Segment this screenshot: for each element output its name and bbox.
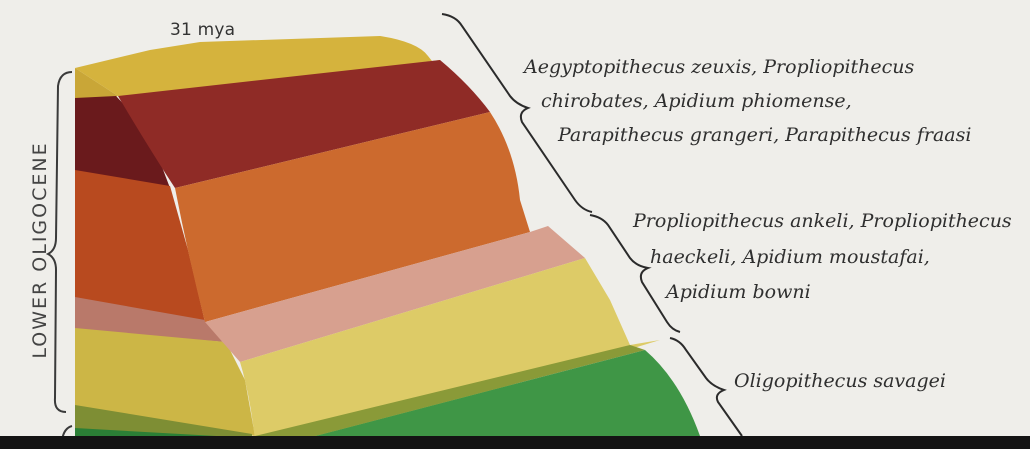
group-2-line-1: Propliopithecus ankeli, Propliopithecus: [633, 212, 1012, 231]
group-1-line-2: chirobates, Apidium phiomense,: [541, 92, 852, 111]
group-1-line-1: Aegyptopithecus zeuxis, Propliopithecus: [524, 58, 914, 77]
bottom-edge: [0, 436, 1030, 449]
epoch-bracket: [48, 72, 72, 412]
group-2-line-3: Apidium bowni: [666, 283, 811, 302]
group-3-line-1: Oligopithecus savagei: [734, 372, 946, 391]
group-2-line-2: haeckeli, Apidium moustafai,: [650, 248, 930, 267]
group-1-line-3: Parapithecus grangeri, Parapithecus fraa…: [558, 126, 971, 145]
epoch-label: LOWER OLIGOCENE: [29, 141, 51, 358]
time-label: 31 mya: [170, 20, 235, 40]
